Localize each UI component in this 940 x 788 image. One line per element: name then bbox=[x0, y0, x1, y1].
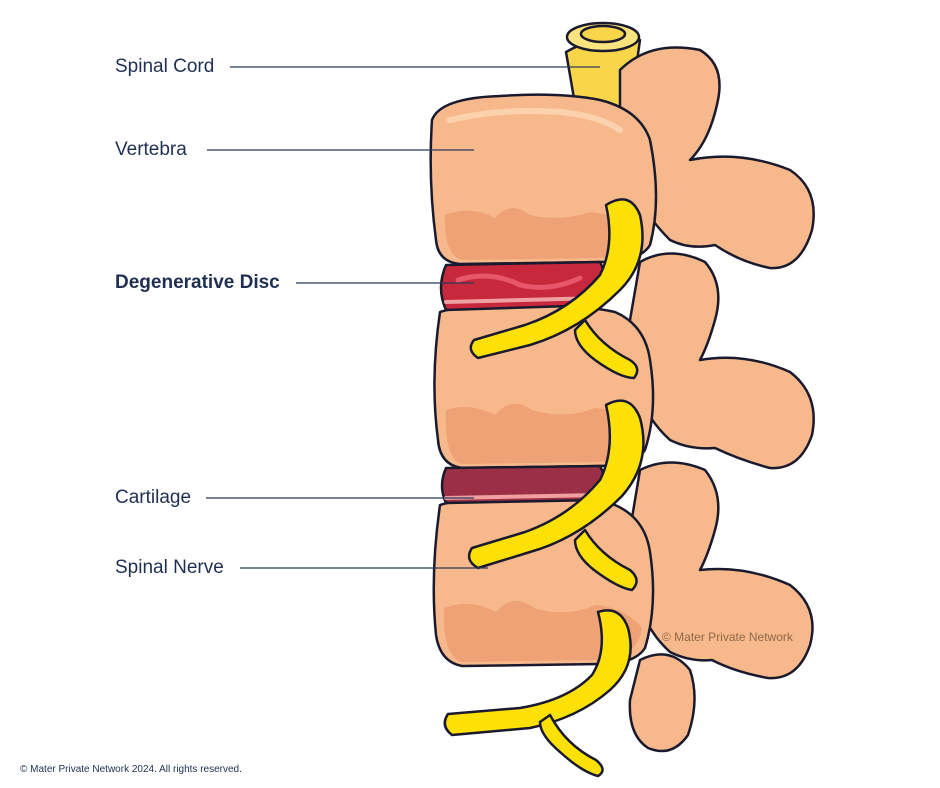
label-cartilage: Cartilage bbox=[115, 487, 192, 508]
spinal-nerve-1 bbox=[469, 198, 644, 380]
posterior-process-lower bbox=[628, 461, 814, 680]
posterior-process-middle bbox=[628, 252, 815, 470]
spinal-nerve-3 bbox=[443, 609, 632, 778]
label-spinal-nerve: Spinal Nerve bbox=[115, 557, 224, 578]
label-vertebra: Vertebra bbox=[115, 139, 187, 160]
vertebra-3 bbox=[432, 497, 655, 668]
copyright-notice: © Mater Private Network 2024. All rights… bbox=[20, 764, 242, 775]
posterior-process-bottom bbox=[628, 653, 696, 753]
spinal-nerve-2 bbox=[467, 399, 645, 592]
label-degenerative-disc: Degenerative Disc bbox=[115, 272, 280, 293]
vertebra-1 bbox=[429, 93, 658, 266]
label-spinal-cord: Spinal Cord bbox=[115, 56, 215, 77]
watermark: © Mater Private Network bbox=[662, 630, 793, 644]
posterior-process-top bbox=[618, 46, 815, 270]
